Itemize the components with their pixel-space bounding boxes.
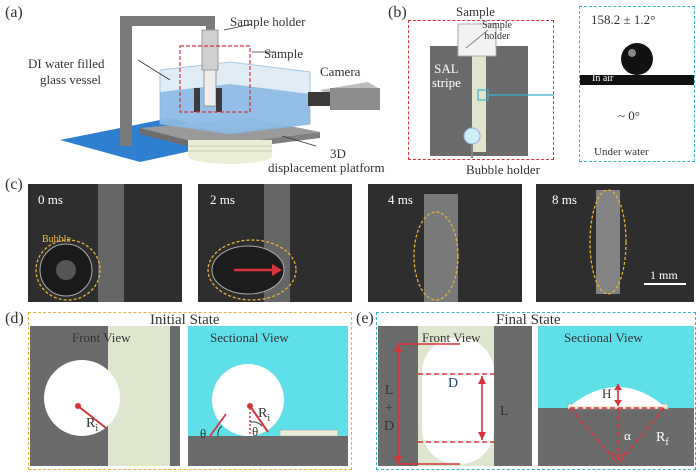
frame-4ms: 4 ms: [368, 184, 522, 302]
initial-state-title: Initial State: [150, 312, 220, 328]
frame-8ms-image: [589, 189, 686, 295]
label-zero-angle: ~ 0°: [618, 108, 640, 123]
contact-angle-value: 158.2 ± 1.2°: [591, 12, 656, 27]
final-state-diagram: [378, 326, 694, 466]
initial-state-diagram: [30, 326, 348, 466]
panel-c-label: (c): [5, 176, 23, 193]
frame-4ms-image: [413, 194, 459, 302]
setup-illustration: [60, 16, 380, 164]
label-bubble-holder: Bubble holder: [466, 162, 541, 177]
sample-frame: [408, 20, 554, 160]
e-length-d: D: [383, 419, 395, 434]
d-front-radius-main: R: [86, 416, 96, 431]
panel-b-label: (b): [388, 4, 407, 21]
label-sal-line1: SAL: [434, 61, 459, 76]
label-sample: Sample: [264, 46, 303, 61]
contact-angle-frame: [579, 6, 695, 162]
e-length-label: L + D: [382, 382, 396, 436]
e-length-l: L: [384, 383, 394, 398]
label-b-sample-holder: Sample holder: [482, 20, 512, 42]
sample-schematic: [430, 23, 554, 158]
e-radius-label: Rf: [656, 430, 669, 448]
label-platform-line2: displacement platform: [268, 160, 385, 175]
frame-0ms-label: 0 ms: [38, 192, 63, 207]
label-b-sample-holder-line1: Sample: [482, 20, 512, 31]
label-vessel-line1: DI water filled: [28, 56, 105, 71]
d-theta-right: θ: [252, 424, 259, 439]
frame-8ms-label: 8 ms: [552, 192, 577, 207]
e-alpha-label: α: [624, 428, 631, 443]
d-section-radius-main: R: [258, 406, 268, 421]
frame-0ms: 0 ms Bubble: [28, 184, 182, 302]
d-theta-left: θ: [200, 426, 207, 441]
label-bubble: Bubble: [42, 234, 71, 245]
label-b-sample-holder-line2: holder: [484, 31, 510, 42]
e-l-label: L: [500, 404, 509, 419]
d-section-radius: Ri: [258, 406, 270, 424]
e-length-plus: +: [385, 401, 393, 416]
d-front-radius-sub: i: [95, 422, 99, 434]
frame-0ms-image: [35, 184, 124, 302]
e-front-view-label: Front View: [422, 330, 481, 345]
initial-state-frame: [28, 312, 352, 470]
label-b-sample: Sample: [456, 4, 495, 19]
e-diameter-label: D: [448, 376, 459, 391]
frame-2ms-image: [207, 184, 297, 302]
label-sal-line2: stripe: [432, 75, 461, 90]
label-platform-line1: 3D: [330, 146, 346, 161]
contact-angle-images: [580, 7, 694, 161]
frame-2ms: 2 ms: [198, 184, 352, 302]
frame-2ms-label: 2 ms: [210, 192, 235, 207]
frame-4ms-label: 4 ms: [388, 192, 413, 207]
panel-d-label: (d): [5, 310, 24, 327]
e-height-label: H: [602, 386, 612, 401]
label-vessel-line2: glass vessel: [40, 72, 102, 87]
label-under-water: Under water: [594, 146, 649, 158]
panel-a-label: (a): [5, 4, 23, 21]
d-front-view-label: Front View: [72, 330, 131, 345]
d-section-radius-sub: i: [267, 412, 271, 424]
label-in-air: In air: [592, 73, 614, 84]
d-front-radius: Ri: [86, 416, 98, 434]
frame-8ms: 8 ms 1 mm: [536, 184, 694, 302]
label-camera: Camera: [320, 64, 361, 79]
d-sectional-view-label: Sectional View: [210, 330, 289, 345]
e-radius-sub: f: [665, 436, 669, 448]
scale-bar-label: 1 mm: [650, 268, 678, 282]
panel-e-label: (e): [356, 310, 374, 327]
e-sectional-view-label: Sectional View: [564, 330, 643, 345]
label-sal-stripe: SAL stripe: [432, 62, 461, 90]
final-state-title: Final State: [496, 312, 561, 328]
label-sample-holder: Sample holder: [230, 14, 306, 29]
e-radius-main: R: [656, 430, 666, 445]
final-state-frame: [376, 312, 696, 470]
